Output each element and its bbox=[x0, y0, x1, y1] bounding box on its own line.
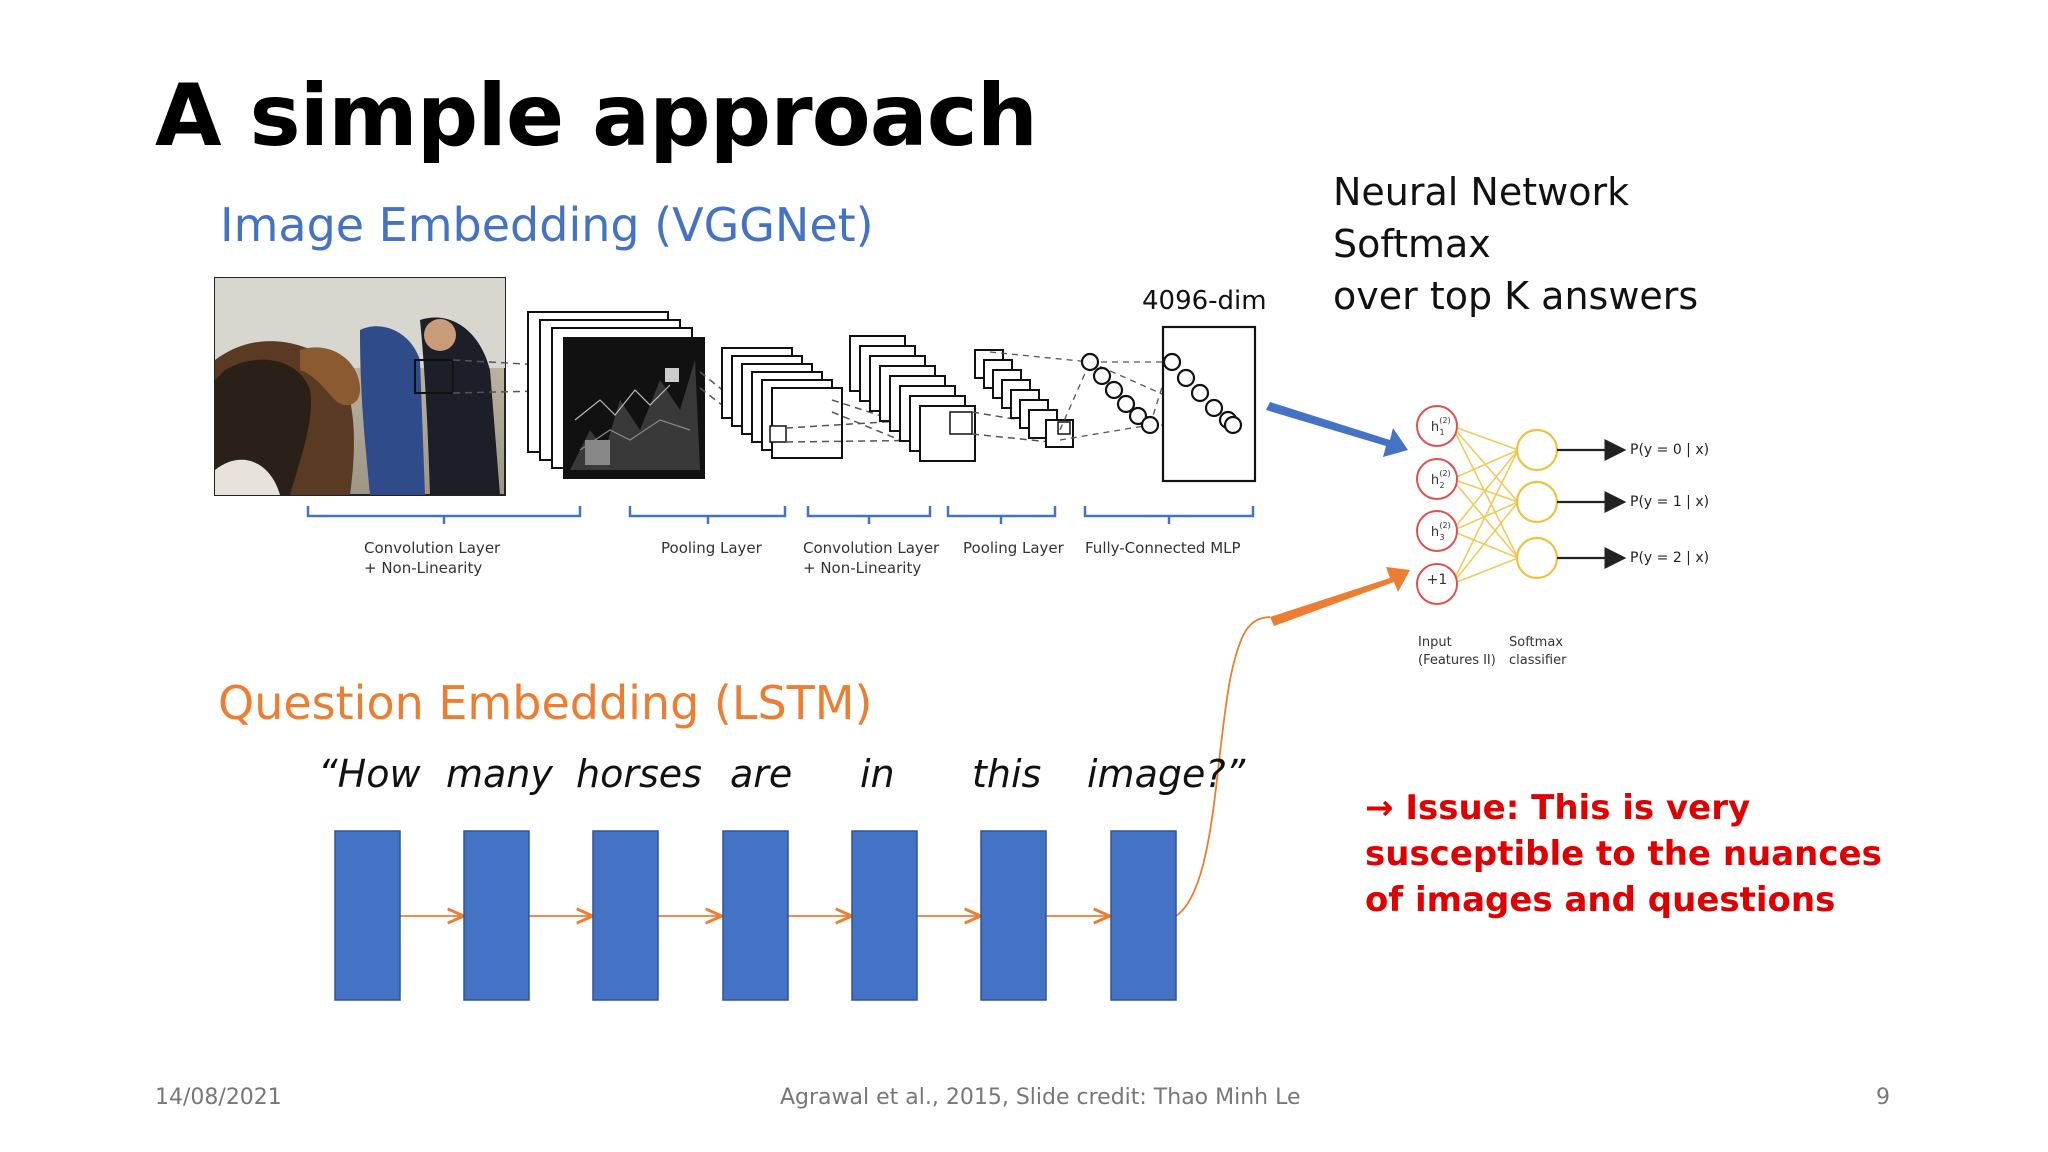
pool-stack-1 bbox=[721, 347, 843, 459]
softmax-label-line: classifier bbox=[1509, 653, 1567, 668]
layer-label-conv1: Convolution Layer + Non-Linearity bbox=[364, 538, 500, 578]
svg-text:(2): (2) bbox=[1439, 416, 1450, 425]
nn-softmax-neurons bbox=[1515, 428, 1559, 580]
layer-label-pool1: Pooling Layer bbox=[661, 538, 762, 558]
question-word-3: horses bbox=[576, 752, 702, 796]
nn-input-neurons bbox=[1416, 405, 1458, 605]
lstm-cell-3 bbox=[592, 830, 659, 1001]
nn-output-arrows bbox=[1557, 439, 1627, 569]
layer-brackets bbox=[306, 506, 1255, 524]
input-layer-label: Input (Features II) bbox=[1418, 634, 1496, 670]
layer-label-line: Pooling Layer bbox=[661, 539, 762, 557]
softmax-layer-label: Softmax classifier bbox=[1509, 634, 1566, 670]
footer-date: 14/08/2021 bbox=[155, 1085, 282, 1110]
question-word-4: are bbox=[730, 752, 793, 796]
svg-text:3: 3 bbox=[1439, 533, 1444, 542]
svg-text:(2): (2) bbox=[1439, 469, 1450, 478]
output-prob-0: P(y = 0 | x) bbox=[1630, 442, 1710, 458]
question-word-6: this bbox=[972, 752, 1042, 796]
nn-line-2: Softmax bbox=[1333, 222, 1491, 266]
bias-label: +1 bbox=[1426, 572, 1448, 588]
lstm-cell-1 bbox=[334, 830, 401, 1001]
nn-line-1: Neural Network bbox=[1333, 170, 1630, 214]
svg-text:h: h bbox=[1431, 525, 1439, 540]
lstm-cell-7 bbox=[1110, 830, 1177, 1001]
question-word-1: “How bbox=[318, 752, 421, 796]
softmax-label-line: Softmax bbox=[1509, 635, 1563, 650]
question-embedding-title: Question Embedding (LSTM) bbox=[218, 676, 873, 730]
input-label-line: Input bbox=[1418, 635, 1452, 650]
nn-connections bbox=[1451, 425, 1519, 585]
svg-text:h: h bbox=[1431, 473, 1439, 488]
horse-photo bbox=[214, 277, 506, 496]
image-embedding-title: Image Embedding (VGGNet) bbox=[220, 198, 874, 252]
conv-stack-2 bbox=[849, 335, 976, 462]
lstm-arrows bbox=[400, 616, 1271, 916]
layer-label-line: + Non-Linearity bbox=[364, 559, 483, 577]
svg-text:2: 2 bbox=[1439, 481, 1444, 490]
conv-stack-1 bbox=[527, 311, 705, 479]
lstm-cell-4 bbox=[722, 830, 789, 1001]
lstm-cells bbox=[334, 830, 1177, 1001]
page-number: 9 bbox=[1876, 1085, 1890, 1110]
issue-callout: → Issue: This is very susceptible to the… bbox=[1365, 788, 1882, 920]
footer-credit: Agrawal et al., 2015, Slide credit: Thao… bbox=[780, 1085, 1301, 1110]
layer-label-conv2: Convolution Layer + Non-Linearity bbox=[803, 538, 939, 578]
layer-label-line: Pooling Layer bbox=[963, 539, 1064, 557]
lstm-cell-5 bbox=[851, 830, 918, 1001]
svg-text:1: 1 bbox=[1439, 428, 1444, 437]
mlp-neurons bbox=[1080, 325, 1257, 483]
input-label-line: (Features II) bbox=[1418, 653, 1496, 668]
pool-stack-2 bbox=[974, 349, 1074, 448]
question-to-nn-arrow bbox=[1270, 567, 1410, 626]
image-to-nn-arrow bbox=[1266, 402, 1408, 457]
layer-label-line: Fully-Connected MLP bbox=[1085, 539, 1241, 557]
layer-label-mlp: Fully-Connected MLP bbox=[1085, 538, 1241, 558]
layer-label-line: Convolution Layer bbox=[364, 539, 501, 557]
question-word-7: image?” bbox=[1087, 752, 1246, 796]
svg-text:(2): (2) bbox=[1439, 521, 1450, 530]
dim-label: 4096-dim bbox=[1142, 286, 1267, 316]
nn-line-3: over top K answers bbox=[1333, 274, 1699, 318]
slide-title: A simple approach bbox=[155, 66, 1038, 166]
layer-label-pool2: Pooling Layer bbox=[963, 538, 1064, 558]
svg-text:h: h bbox=[1431, 420, 1439, 435]
question-word-2: many bbox=[446, 752, 553, 796]
lstm-cell-2 bbox=[463, 830, 530, 1001]
question-word-5: in bbox=[860, 752, 895, 796]
output-prob-2: P(y = 2 | x) bbox=[1630, 550, 1710, 566]
lstm-cell-6 bbox=[980, 830, 1047, 1001]
output-prob-1: P(y = 1 | x) bbox=[1630, 494, 1710, 510]
layer-label-line: + Non-Linearity bbox=[803, 559, 922, 577]
layer-label-line: Convolution Layer bbox=[803, 539, 940, 557]
